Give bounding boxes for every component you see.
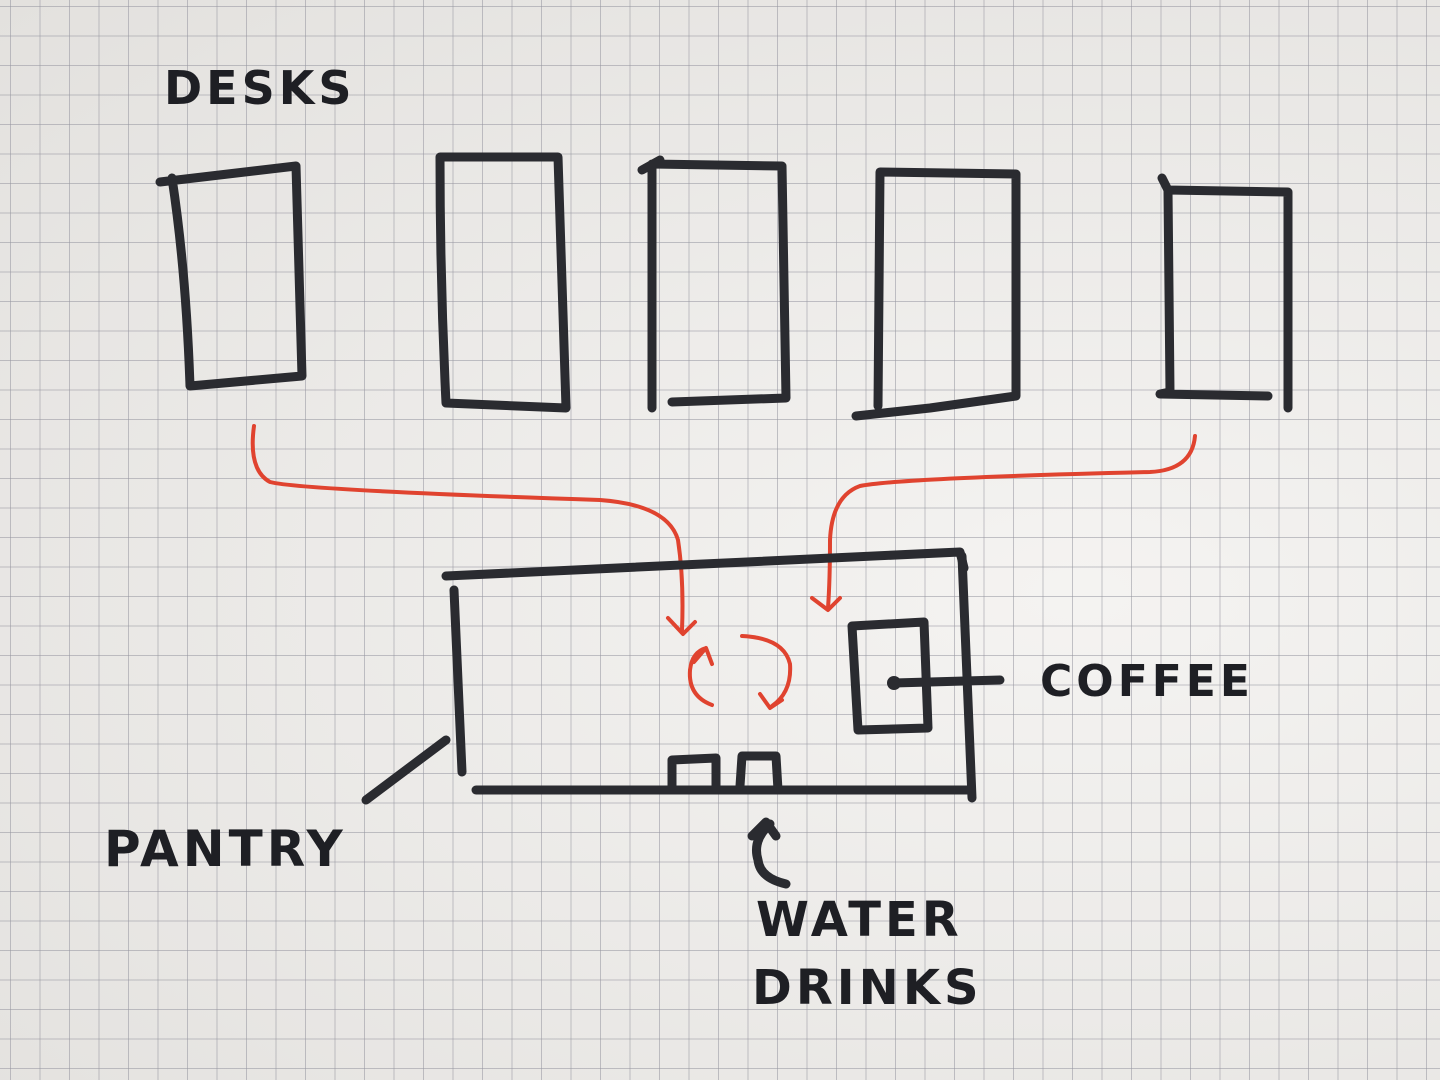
coffee-leader-dot — [887, 676, 901, 690]
arrow-head-left — [666, 616, 697, 636]
water-label: WATER — [756, 892, 963, 948]
circulation-arrow-right — [740, 634, 793, 710]
circulation-arrow-left — [687, 646, 714, 707]
pantry-room — [441, 547, 977, 803]
arrow-head-right — [810, 596, 842, 612]
pantry-leader — [361, 735, 451, 805]
pantry-label: PANTRY — [104, 820, 347, 878]
path-left-desk-to-pantry — [250, 424, 685, 632]
flow-arrows — [250, 424, 1197, 710]
path-right-desk-to-pantry — [826, 434, 1197, 610]
desk-4 — [851, 167, 1021, 421]
desks-group — [155, 152, 1293, 421]
pantry-wall-top — [441, 547, 969, 581]
water-dispenser — [667, 753, 721, 795]
coffee-leader — [889, 675, 1005, 688]
drinks-label: DRINKS — [752, 960, 983, 1016]
desk-1 — [155, 161, 307, 391]
desk-5 — [1155, 173, 1293, 413]
desk-2 — [435, 152, 571, 413]
drinks-fridge — [735, 751, 783, 795]
coffee-machine — [847, 617, 933, 735]
pantry-wall-left — [449, 585, 467, 777]
desks-label: DESKS — [164, 61, 356, 115]
coffee-label: COFFEE — [1040, 656, 1254, 707]
desk-3 — [637, 155, 791, 413]
leader-lines — [361, 675, 1005, 889]
water-drinks-arrow — [747, 817, 791, 889]
